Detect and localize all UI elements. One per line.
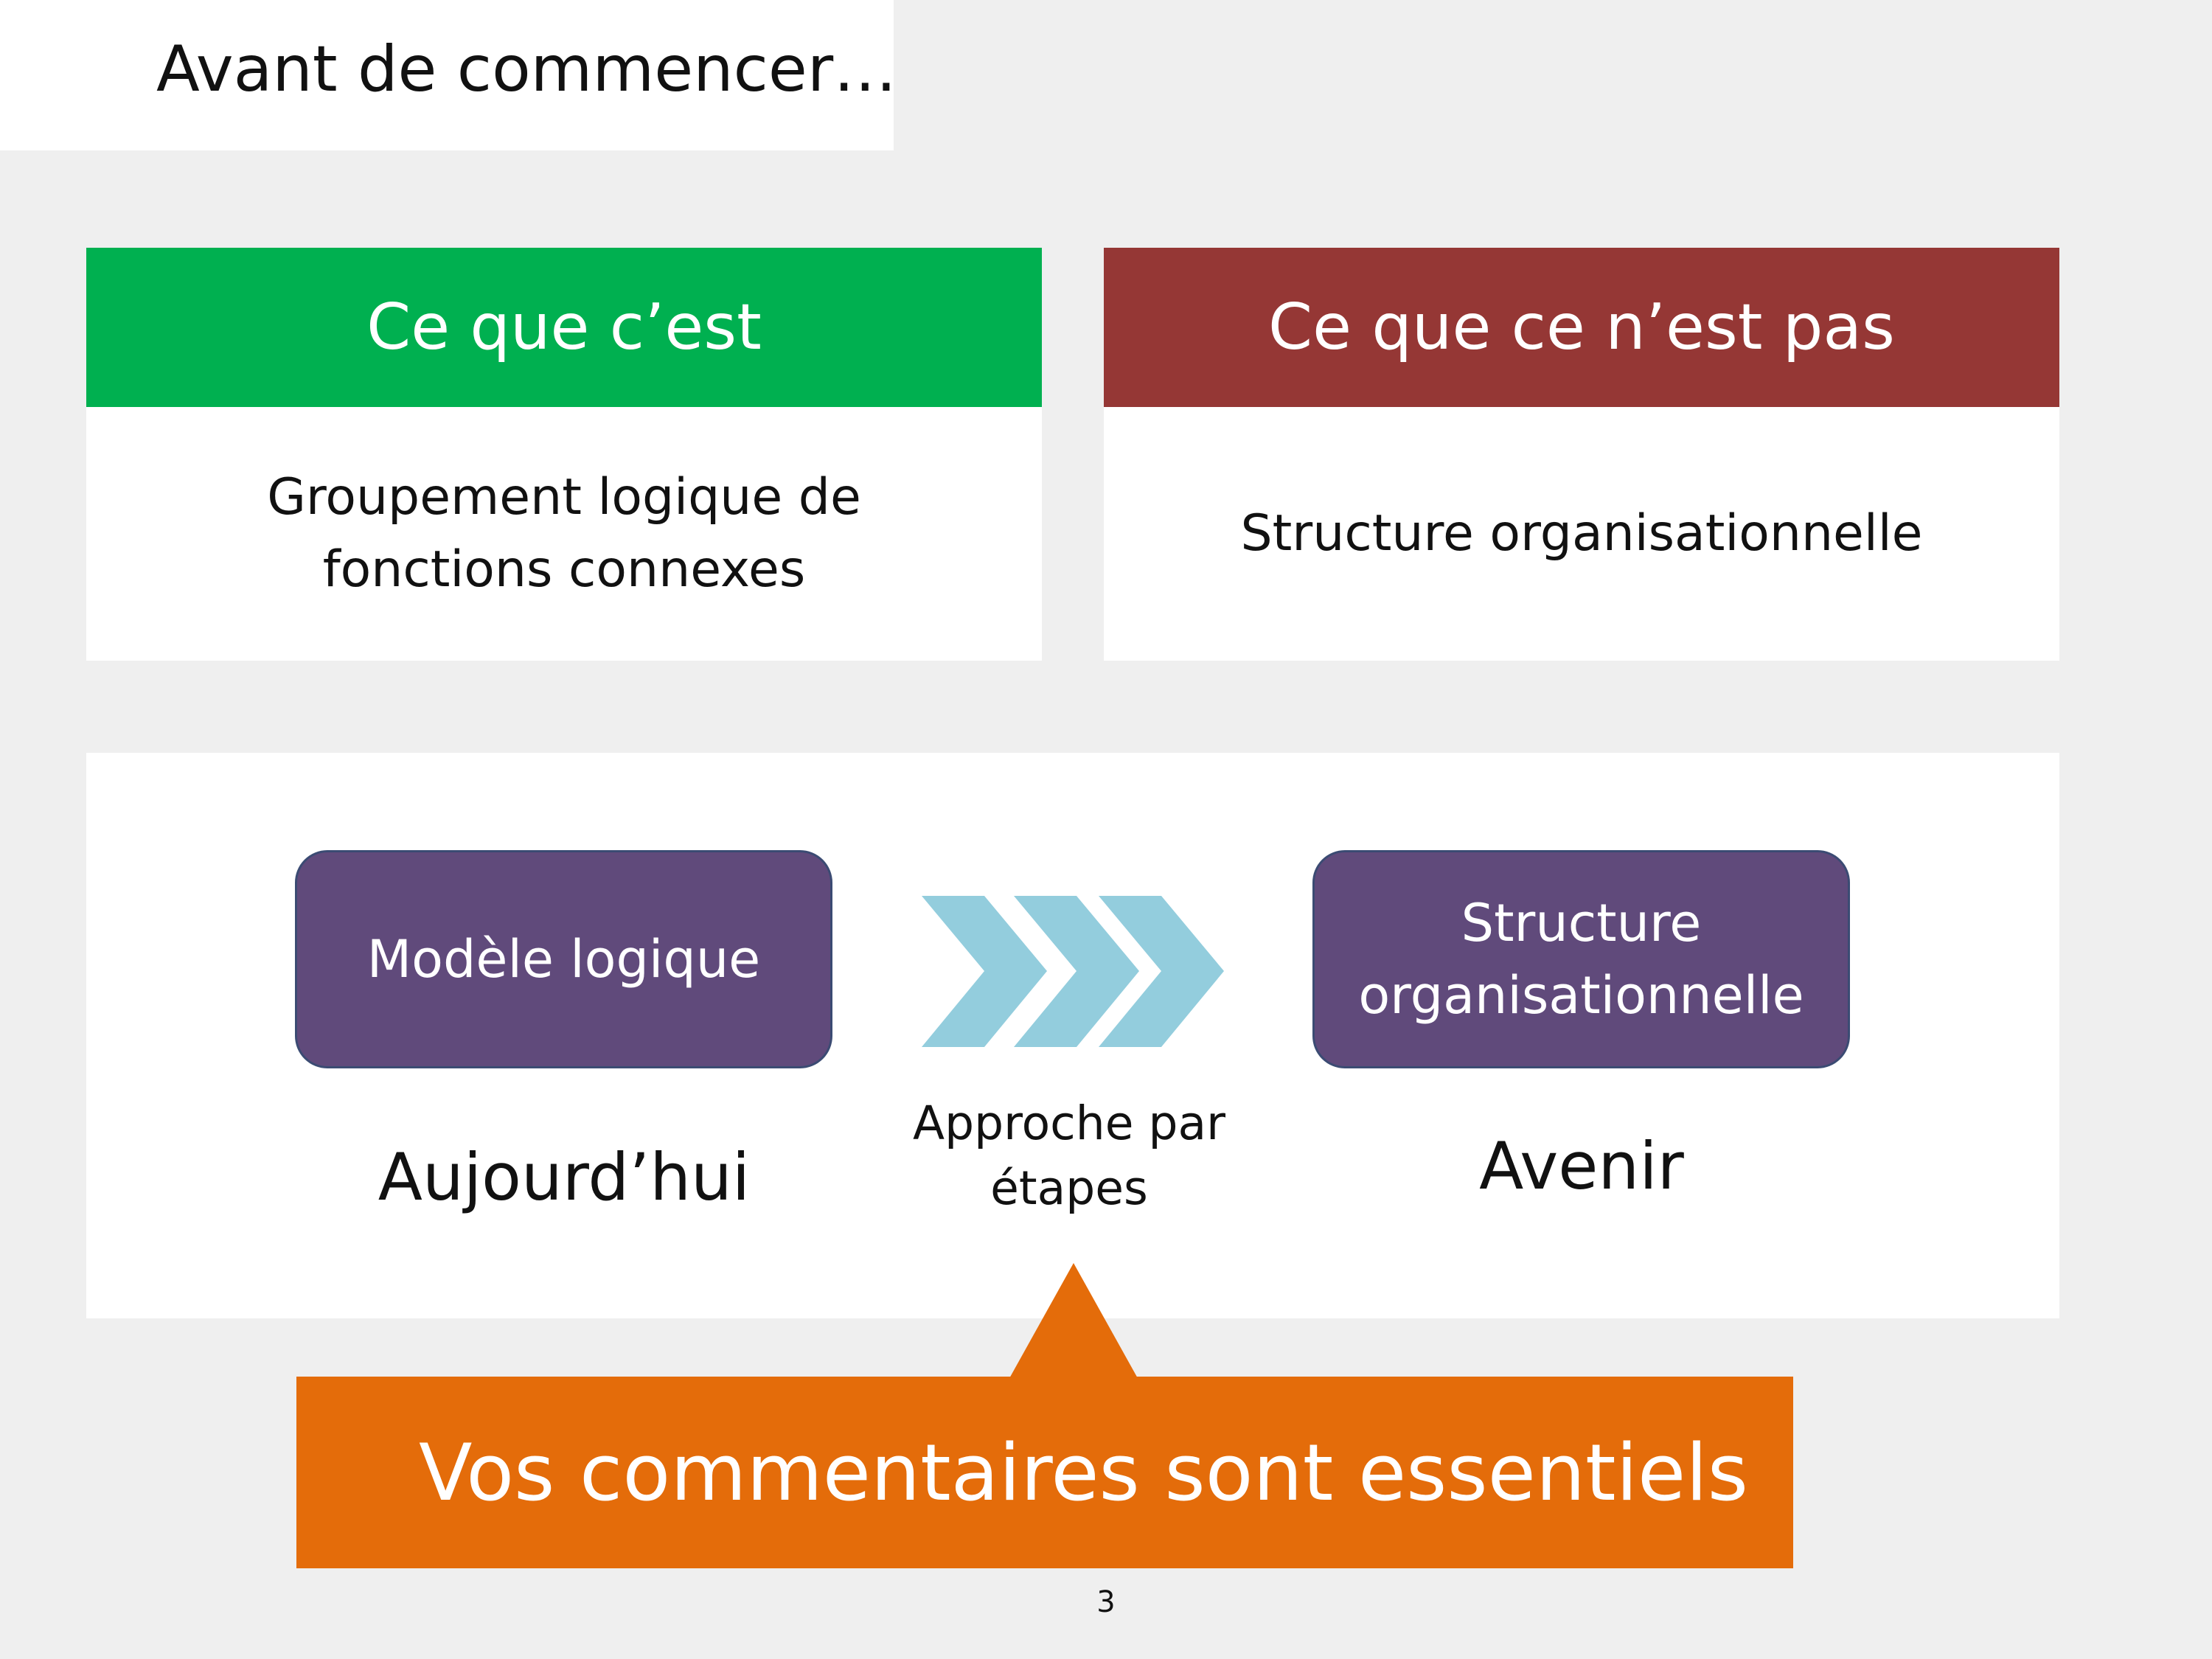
chevron-2: [1014, 896, 1139, 1047]
current-model-box: Modèle logique: [295, 850, 832, 1068]
approach-label: Approche par étapes: [892, 1091, 1246, 1221]
what-it-is-card: Ce que c’est Groupement logique de fonct…: [86, 248, 1042, 661]
future-structure-text: Structure organisationnelle: [1358, 893, 1804, 1026]
what-it-is-not-header: Ce que ce n’est pas: [1104, 248, 2059, 407]
page-number: 3: [1096, 1585, 1116, 1619]
title-box: [0, 0, 894, 150]
what-it-is-not-body: Structure organisationnelle: [1104, 407, 2059, 661]
current-model-text: Modèle logique: [366, 929, 761, 990]
what-it-is-not-card: Ce que ce n’est pas Structure organisati…: [1104, 248, 2059, 661]
today-label: Aujourd’hui: [378, 1139, 751, 1215]
chevron-1: [922, 896, 1047, 1047]
what-it-is-body: Groupement logique de fonctions connexes: [86, 407, 1042, 661]
future-label: Avenir: [1479, 1128, 1684, 1204]
callout-pointer: [1009, 1263, 1138, 1380]
what-it-is-text: Groupement logique de fonctions connexes: [267, 468, 861, 599]
chevron-3: [1099, 896, 1224, 1047]
slide-title: Avant de commencer…: [156, 32, 897, 106]
feedback-callout-text: Vos commentaires sont essentiels: [419, 1427, 1748, 1518]
triple-chevron-right-icon: [922, 896, 1224, 1047]
what-it-is-not-text: Structure organisationnelle: [1240, 504, 1923, 563]
future-structure-box: Structure organisationnelle: [1312, 850, 1850, 1068]
feedback-callout: Vos commentaires sont essentiels: [296, 1377, 1793, 1568]
approach-text: Approche par étapes: [913, 1096, 1225, 1215]
what-it-is-header: Ce que c’est: [86, 248, 1042, 407]
